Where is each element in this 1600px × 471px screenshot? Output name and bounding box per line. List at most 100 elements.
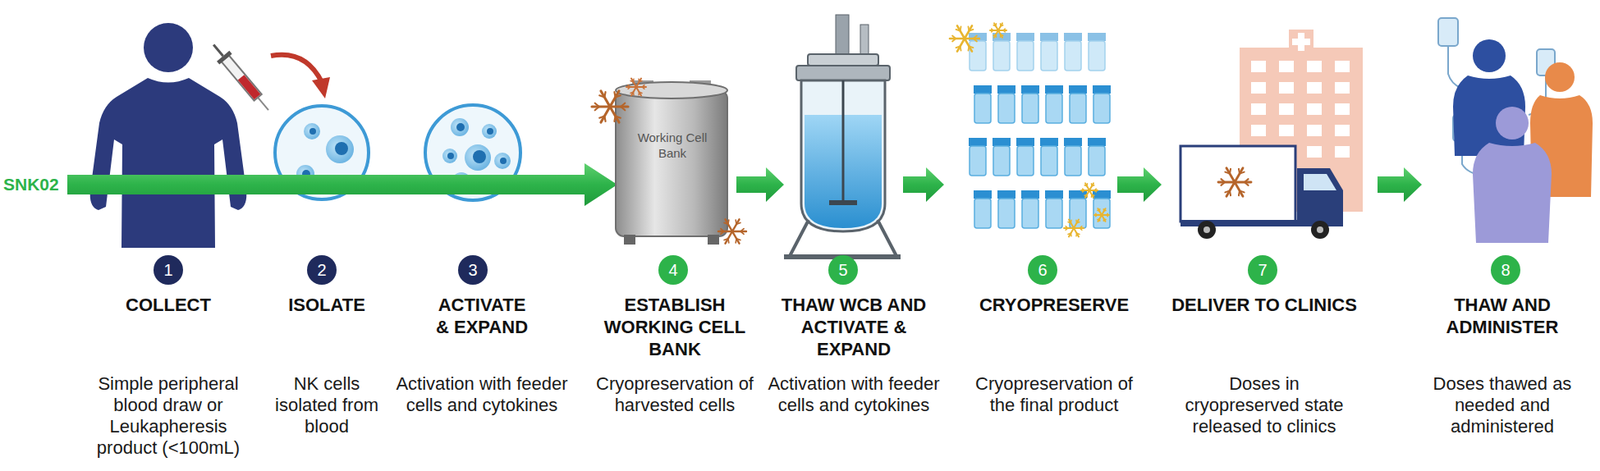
vial [968, 137, 987, 176]
step-number-badge: 6 [1027, 255, 1058, 285]
vial [1063, 32, 1082, 71]
flow-band [67, 163, 618, 207]
window [1334, 124, 1350, 137]
window [1306, 60, 1322, 73]
step-number-badge: 7 [1247, 255, 1278, 285]
window [1334, 82, 1350, 94]
window [1306, 103, 1322, 115]
vial [1092, 190, 1111, 229]
window [1251, 82, 1266, 94]
snowflake [718, 219, 747, 243]
vial [1040, 137, 1059, 176]
step-number: 5 [838, 261, 848, 279]
vial [992, 32, 1011, 71]
step-description: Cryopreservation of harvested cells [588, 373, 762, 417]
vial [1021, 190, 1040, 229]
process-step: 8THAW AND ADMINISTER Doses thawed as need… [1430, 252, 1575, 440]
step-title: DELIVER TO CLINICS [1156, 293, 1372, 317]
step-number: 4 [668, 261, 678, 279]
step-description: Cryopreservation of the final product [971, 373, 1137, 417]
step-description: Activation with feeder cells and cytokin… [392, 373, 572, 417]
transfer-arrow [270, 55, 322, 83]
vial [1021, 85, 1040, 124]
step-number: 8 [1500, 261, 1510, 279]
step-arrow [736, 167, 784, 202]
transfer-arrowhead [311, 77, 331, 99]
window [1279, 60, 1294, 73]
step-number: 1 [163, 261, 173, 279]
delivery-truck [1180, 146, 1344, 239]
patients-figure [1438, 18, 1593, 243]
step-number-badge: 2 [307, 255, 337, 285]
step-number-badge: 8 [1490, 255, 1521, 285]
process-step: 4ESTABLISH WORKING CELL BANK Cryopreserva… [588, 252, 762, 418]
step-number: 7 [1257, 261, 1267, 279]
window [1334, 60, 1350, 73]
window [1306, 124, 1322, 137]
process-step: 5THAW WCB AND ACTIVATE & EXPANDActivatio… [765, 252, 943, 418]
step-title: THAW WCB AND ACTIVATE & EXPAND [774, 293, 935, 361]
step-title: ESTABLISH WORKING CELL BANK [592, 293, 757, 361]
vial [992, 137, 1011, 176]
vial [1045, 85, 1064, 124]
vial [1068, 190, 1087, 229]
step-number: 2 [316, 261, 326, 279]
step-arrow [1377, 167, 1422, 202]
step-arrow [903, 167, 945, 202]
window [1306, 82, 1322, 94]
window [1334, 103, 1350, 115]
snowflake [626, 78, 647, 97]
step-title: COLLECT [86, 293, 251, 317]
step-description: NK cells isolated from blood [265, 373, 389, 438]
process-step: 1COLLECT Simple peripheral blood draw or … [86, 252, 251, 461]
donor-figure [90, 22, 248, 248]
snowflake [1218, 168, 1252, 198]
window [1279, 103, 1294, 115]
bioreactor [783, 14, 901, 260]
step-number-badge: 1 [153, 255, 184, 285]
process-step: 6CRYOPRESERVE Cryopreservation of the fin… [971, 252, 1137, 418]
window [1306, 146, 1322, 158]
vial [997, 190, 1016, 229]
window [1279, 124, 1294, 137]
vial [1016, 137, 1035, 176]
snowflake [591, 91, 629, 123]
step-number-badge: 3 [458, 255, 488, 285]
cell-bank-tank [615, 80, 728, 245]
step-description: Doses in cryopreserved state released to… [1181, 373, 1348, 438]
process-step: 7DELIVER TO CLINICS Doses in cryopreserve… [1156, 252, 1372, 440]
vial [1045, 190, 1064, 229]
window [1251, 103, 1266, 115]
window [1279, 82, 1294, 94]
syringe-icon [206, 39, 275, 116]
step-title: ISOLATE [269, 293, 385, 317]
process-step: 3ACTIVATE & EXPAND Activation with feeder… [392, 252, 572, 418]
step-number-badge: 4 [658, 255, 688, 285]
step-title: ACTIVATE & EXPAND [430, 293, 534, 339]
window [1334, 146, 1350, 158]
product-name: SNK02 [3, 174, 66, 195]
window [1251, 124, 1266, 137]
vial [997, 85, 1016, 124]
snowflake [990, 22, 1007, 37]
snowflake [1081, 183, 1098, 198]
step-title: THAW AND ADMINISTER [1432, 293, 1573, 339]
vial [1063, 137, 1082, 176]
vial [973, 190, 992, 229]
step-title: CRYOPRESERVE [971, 293, 1137, 317]
vial [973, 85, 992, 124]
snowflake [1094, 208, 1110, 222]
step-arrows [736, 167, 1422, 202]
vial [1068, 85, 1087, 124]
vial [1040, 32, 1059, 71]
step-description: Simple peripheral blood draw or Leukaphe… [86, 373, 251, 459]
vial-array [968, 32, 1111, 229]
step-number-badge: 5 [828, 255, 858, 285]
vial [1016, 32, 1035, 71]
vial [1092, 85, 1111, 124]
vial [1087, 32, 1106, 71]
snowflake [1063, 220, 1084, 238]
step-description: Doses thawed as needed and administered [1430, 373, 1575, 438]
tank-label: Working Cell Bank [634, 129, 711, 161]
